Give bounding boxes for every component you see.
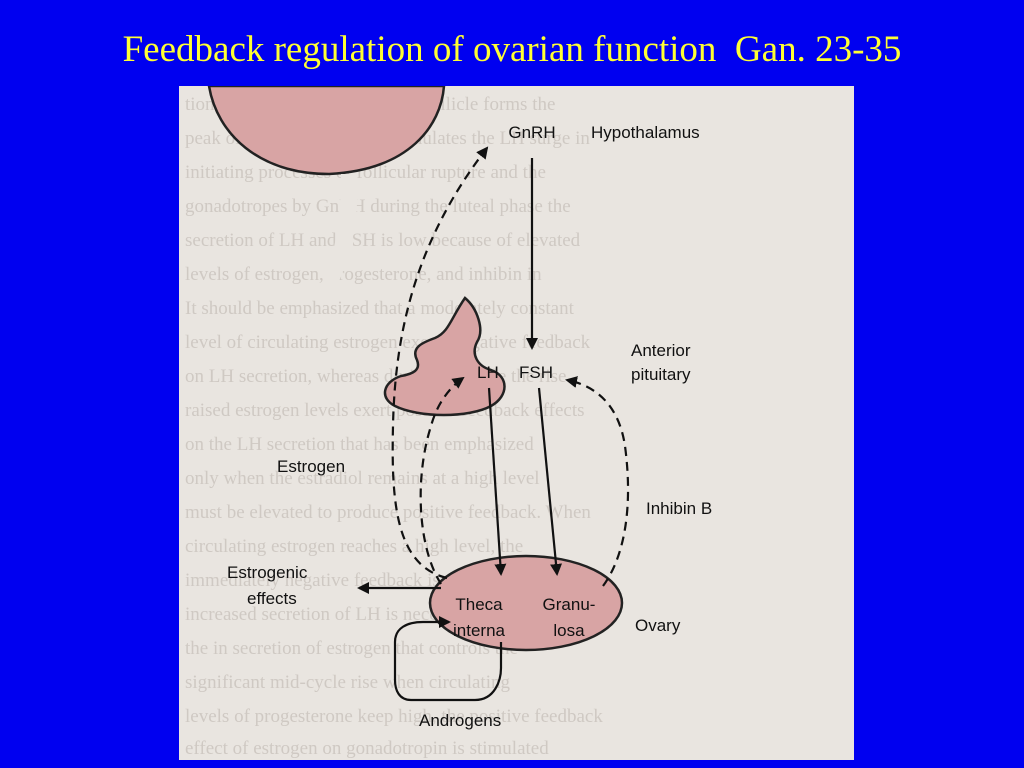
diagram-svg: tion: Ovulation occurs, and the follicle… bbox=[185, 86, 712, 759]
diagram-figure: tion: Ovulation occurs, and the follicle… bbox=[179, 86, 854, 760]
svg-text:secretion of LH and FSH is low: secretion of LH and FSH is low because o… bbox=[185, 230, 581, 251]
inhibin-b-to-fsh-arrow bbox=[565, 376, 630, 587]
theca-interna-label-line1: Theca bbox=[455, 595, 503, 614]
granulosa-label-line2: losa bbox=[553, 621, 585, 640]
lh-to-theca-arrow bbox=[487, 387, 507, 576]
pituitary-outline bbox=[383, 296, 506, 417]
anterior-pituitary-label-line2: pituitary bbox=[631, 365, 691, 384]
fsh-to-granulosa-arrow bbox=[537, 387, 563, 576]
ovary-label: Ovary bbox=[635, 616, 681, 635]
svg-text:effect of estrogen on gonadotr: effect of estrogen on gonadotropin is st… bbox=[185, 738, 549, 759]
estrogen-to-hypothalamus-arrow bbox=[391, 146, 489, 580]
pituitary-stalk-shape bbox=[321, 174, 358, 286]
svg-text:It should be emphasized that a: It should be emphasized that a moderatel… bbox=[185, 298, 575, 319]
svg-text:levels of progesterone keep hi: levels of progesterone keep high, the po… bbox=[185, 706, 603, 727]
svg-text:the in secretion of estrogen t: the in secretion of estrogen that contro… bbox=[185, 638, 518, 659]
estrogenic-effects-label-line2: effects bbox=[247, 589, 297, 608]
svg-text:only when the estradiol remain: only when the estradiol remains at a hig… bbox=[185, 468, 540, 489]
androgens-loop-arrow bbox=[393, 616, 503, 702]
svg-text:levels of estrogen, progestero: levels of estrogen, progesterone, and in… bbox=[185, 264, 542, 285]
ovary-shape bbox=[428, 554, 624, 652]
theca-interna-label-line2: interna bbox=[453, 621, 506, 640]
svg-text:initiating processes of follic: initiating processes of follicular ruptu… bbox=[185, 162, 546, 183]
svg-text:significant mid-cycle rise whe: significant mid-cycle rise when circulat… bbox=[185, 672, 510, 693]
granulosa-label-line1: Granu- bbox=[543, 595, 596, 614]
hypothalamus-label: Hypothalamus bbox=[591, 123, 700, 142]
inhibin-b-label: Inhibin B bbox=[646, 499, 712, 518]
svg-text:gonadotropes by GnRH during th: gonadotropes by GnRH during the luteal p… bbox=[185, 196, 571, 217]
gnrh-label: GnRH bbox=[508, 123, 555, 142]
slide-title: Feedback regulation of ovarian function … bbox=[122, 29, 902, 70]
svg-text:circulating estrogen reaches a: circulating estrogen reaches a high leve… bbox=[185, 536, 523, 557]
lh-label: LH bbox=[477, 363, 499, 382]
svg-text:level of circulating estrogen: level of circulating estrogen exerts neg… bbox=[185, 332, 591, 353]
svg-text:on the LH secretion that has b: on the LH secretion that has been emphas… bbox=[185, 434, 534, 455]
background-bleedthrough-texture: tion: Ovulation occurs, and the follicle… bbox=[185, 94, 603, 759]
estrogen-label: Estrogen bbox=[277, 457, 345, 476]
svg-text:must be elevated to produce po: must be elevated to produce positive fee… bbox=[185, 502, 591, 523]
svg-text:raised estrogen levels exert p: raised estrogen levels exert positive fe… bbox=[185, 400, 585, 421]
anterior-pituitary-label-line1: Anterior bbox=[631, 341, 691, 360]
estrogenic-effects-label-line1: Estrogenic bbox=[227, 563, 308, 582]
svg-text:on LH secretion, whereas durin: on LH secretion, whereas during the cycl… bbox=[185, 366, 566, 387]
fsh-label: FSH bbox=[519, 363, 553, 382]
estrogen-to-pituitary-arrow bbox=[419, 376, 465, 585]
androgens-label: Androgens bbox=[419, 711, 501, 730]
hypothalamus-shape bbox=[207, 86, 446, 176]
